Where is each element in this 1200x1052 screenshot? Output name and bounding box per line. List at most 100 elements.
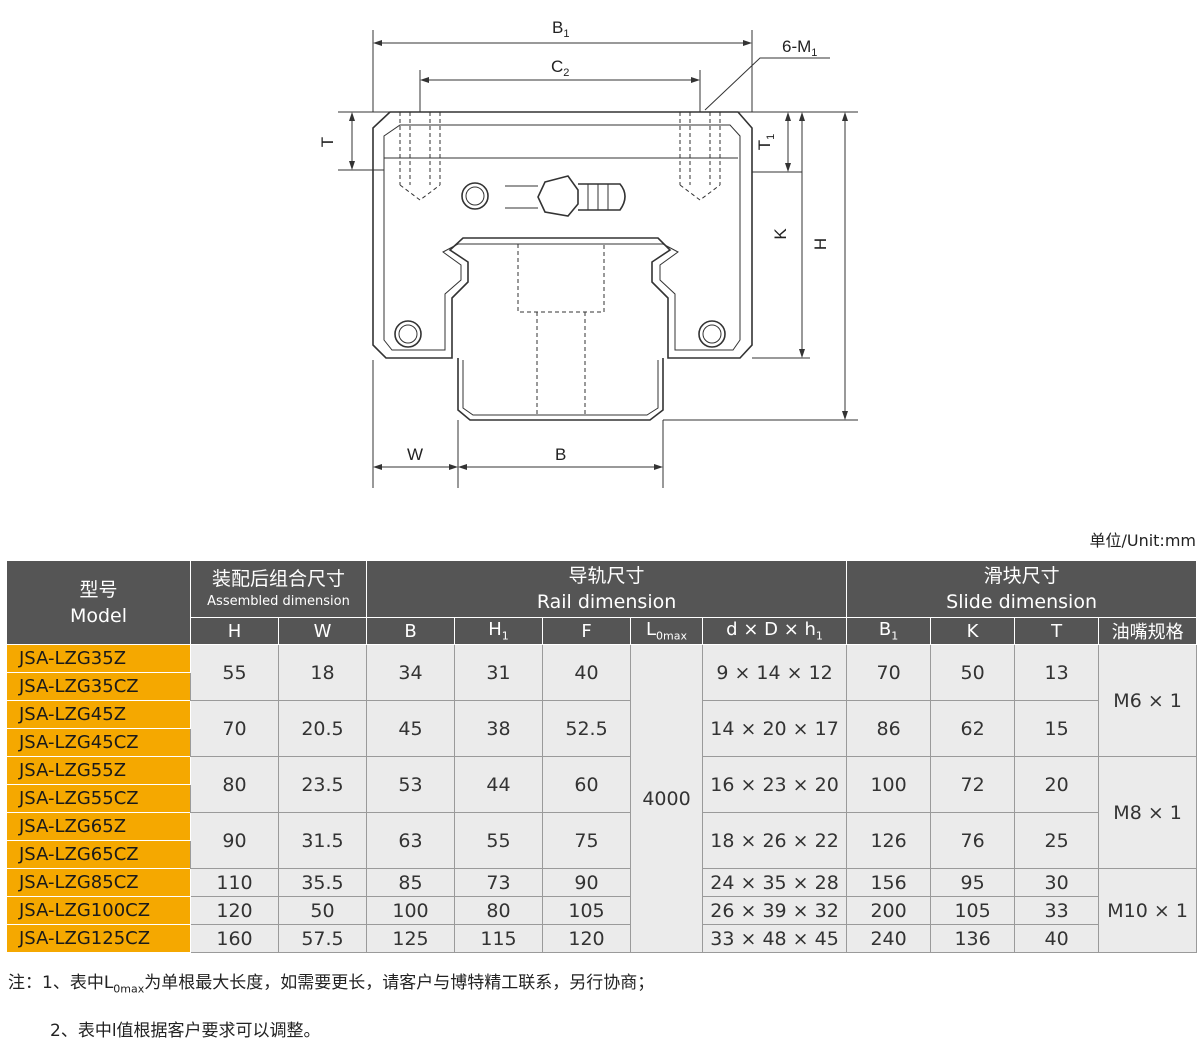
header-rail: 导轨尺寸 Rail dimension xyxy=(366,560,848,618)
col-w: W xyxy=(277,617,368,645)
header-assembled: 装配后组合尺寸 Assembled dimension xyxy=(189,560,368,618)
cell-b1: 240 xyxy=(846,924,932,953)
cell-d-d-h1: 24 × 35 × 28 xyxy=(702,868,848,897)
model-cell: JSA-LZG45Z xyxy=(6,700,191,729)
label-t1: T1 xyxy=(755,134,777,151)
model-cell: JSA-LZG55Z xyxy=(6,756,191,785)
cell-d-d-h1: 33 × 48 × 45 xyxy=(702,924,848,953)
cell-f: 40 xyxy=(542,644,632,701)
cell-t: 15 xyxy=(1014,700,1100,757)
cell-nozzle: M10 × 1 xyxy=(1098,868,1198,953)
cell-b1: 70 xyxy=(846,644,932,701)
cell-h: 90 xyxy=(190,812,279,869)
model-cell: JSA-LZG125CZ xyxy=(6,924,191,953)
label-t: T xyxy=(318,137,337,147)
col-b: B xyxy=(366,617,456,645)
model-cell: JSA-LZG45CZ xyxy=(6,728,191,757)
cell-k: 105 xyxy=(930,896,1016,925)
cell-h1: 80 xyxy=(454,896,544,925)
cell-h: 160 xyxy=(190,924,279,953)
table-row: JSA-LZG35CZ xyxy=(6,672,1197,701)
cell-b: 85 xyxy=(366,868,456,897)
cell-w: 57.5 xyxy=(277,924,368,953)
cell-b1: 200 xyxy=(846,896,932,925)
col-f: F xyxy=(542,617,632,645)
cell-f: 60 xyxy=(542,756,632,813)
cell-f: 90 xyxy=(542,868,632,897)
cell-t: 33 xyxy=(1014,896,1100,925)
cell-h1: 115 xyxy=(454,924,544,953)
table-row: JSA-LZG45Z 70 20.5 45 38 52.5 14 × 20 × … xyxy=(6,700,1197,757)
cell-h1: 44 xyxy=(454,756,544,813)
col-d-d-h1: d × D × h1 xyxy=(702,617,848,645)
model-cell: JSA-LZG85CZ xyxy=(6,868,191,897)
cell-t: 30 xyxy=(1014,868,1100,897)
label-c2: C2 xyxy=(551,57,569,79)
cell-h: 70 xyxy=(190,700,279,757)
cell-w: 31.5 xyxy=(277,812,368,869)
table-row: JSA-LZG125CZ 160 57.5 125 115 120 33 × 4… xyxy=(6,924,1197,953)
col-h: H xyxy=(190,617,279,645)
model-cell: JSA-LZG35Z xyxy=(6,644,191,673)
cell-b1: 86 xyxy=(846,700,932,757)
cell-t: 20 xyxy=(1014,756,1100,813)
model-cell: JSA-LZG100CZ xyxy=(6,896,191,925)
cell-h: 55 xyxy=(190,644,279,701)
cell-f: 52.5 xyxy=(542,700,632,757)
cell-k: 50 xyxy=(930,644,1016,701)
cell-k: 76 xyxy=(930,812,1016,869)
col-l0max: L0max xyxy=(630,617,704,645)
unit-label: 单位/Unit:mm xyxy=(1089,531,1196,550)
cell-b: 45 xyxy=(366,700,456,757)
table-row: JSA-LZG45CZ xyxy=(6,728,1197,757)
cell-w: 50 xyxy=(277,896,368,925)
cell-d-d-h1: 9 × 14 × 12 xyxy=(702,644,848,701)
table-row: JSA-LZG100CZ 120 50 100 80 105 26 × 39 ×… xyxy=(6,896,1197,925)
label-w: W xyxy=(407,445,423,464)
cell-l0max: 4000 xyxy=(630,644,704,953)
label-b: B xyxy=(555,445,566,464)
model-cell: JSA-LZG65Z xyxy=(6,812,191,841)
header-model: 型号 Model xyxy=(6,560,191,645)
cell-w: 18 xyxy=(277,644,368,701)
cell-f: 105 xyxy=(542,896,632,925)
model-cell: JSA-LZG35CZ xyxy=(6,672,191,701)
col-k: K xyxy=(930,617,1016,645)
model-cell: JSA-LZG65CZ xyxy=(6,840,191,869)
note-1: 注：1、表中L0max为单根最大长度，如需要更长，请客户与博特精工联系，另行协商… xyxy=(8,973,655,996)
cell-b: 100 xyxy=(366,896,456,925)
label-h: H xyxy=(811,238,830,250)
col-h1: H1 xyxy=(454,617,544,645)
cell-w: 20.5 xyxy=(277,700,368,757)
col-t: T xyxy=(1014,617,1100,645)
cell-b: 53 xyxy=(366,756,456,813)
grease-nipple xyxy=(537,175,579,217)
label-6-m1: 6-M1 xyxy=(782,37,817,59)
table-row: JSA-LZG65CZ xyxy=(6,840,1197,869)
cell-b: 34 xyxy=(366,644,456,701)
cell-b1: 126 xyxy=(846,812,932,869)
cell-w: 23.5 xyxy=(277,756,368,813)
cell-k: 136 xyxy=(930,924,1016,953)
header-slide: 滑块尺寸 Slide dimension xyxy=(846,560,1198,618)
cell-h: 80 xyxy=(190,756,279,813)
cell-w: 35.5 xyxy=(277,868,368,897)
cell-b: 63 xyxy=(366,812,456,869)
cell-h1: 38 xyxy=(454,700,544,757)
col-nozzle: 油嘴规格 xyxy=(1098,617,1198,645)
col-b1: B1 xyxy=(846,617,932,645)
cell-h1: 55 xyxy=(454,812,544,869)
cell-nozzle: M8 × 1 xyxy=(1098,756,1198,869)
label-b1: B1 xyxy=(552,18,569,40)
cell-h: 120 xyxy=(190,896,279,925)
table-row: JSA-LZG55Z 80 23.5 53 44 60 16 × 23 × 20… xyxy=(6,756,1198,869)
table-row: JSA-LZG65Z 90 31.5 63 55 75 18 × 26 × 22… xyxy=(6,812,1197,869)
cell-f: 75 xyxy=(542,812,632,869)
cell-k: 95 xyxy=(930,868,1016,897)
table-row: JSA-LZG35Z 55 18 34 31 40 4000 9 × 14 × … xyxy=(6,644,1198,953)
model-cell: JSA-LZG55CZ xyxy=(6,784,191,813)
notes: 注：1、表中L0max为单根最大长度，如需要更长，请客户与博特精工联系，另行协商… xyxy=(8,962,654,1052)
cell-d-d-h1: 18 × 26 × 22 xyxy=(702,812,848,869)
cell-t: 40 xyxy=(1014,924,1100,953)
cell-k: 72 xyxy=(930,756,1016,813)
